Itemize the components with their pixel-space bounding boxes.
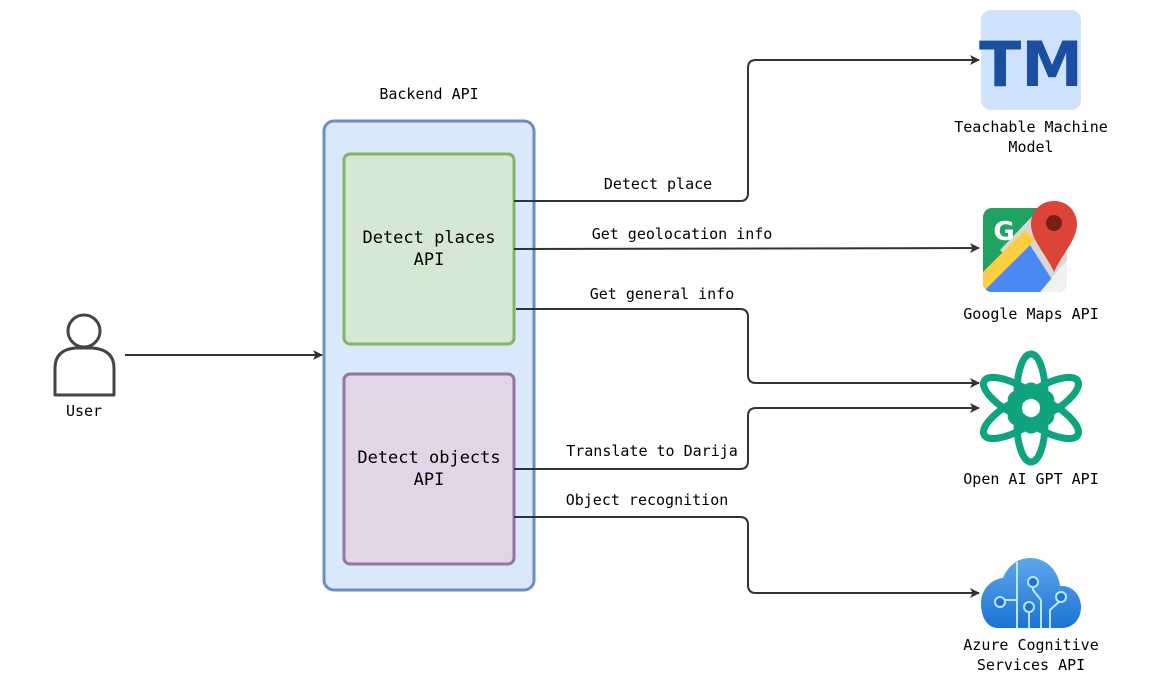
detect-objects-label-line1: Detect objects [357, 448, 500, 468]
map-pin-icon [1031, 201, 1077, 272]
edge-geolocation[interactable] [513, 243, 980, 254]
detect-objects-box-shape [342, 372, 516, 566]
detect-objects-label-line2: API [414, 470, 445, 490]
teachable-label-line1: Teachable Machine [954, 118, 1108, 136]
google-maps-label: Google Maps API [963, 305, 1098, 323]
detect-objects-api-box[interactable]: Detect objects API [342, 372, 516, 566]
edge-label-translate: Translate to Darija [566, 442, 738, 460]
edge-object-recognition[interactable] [514, 516, 980, 598]
openai-service[interactable]: Open AI GPT API [963, 350, 1099, 488]
teachable-label-line2: Model [1008, 138, 1053, 156]
detect-places-label-line1: Detect places [362, 228, 495, 248]
user-actor[interactable]: User [53, 313, 116, 420]
teachable-machine-logo-letters: TM [979, 28, 1083, 101]
user-label: User [66, 402, 102, 420]
openai-logo-icon [979, 350, 1083, 466]
edge-label-object-recognition: Object recognition [566, 491, 729, 509]
teachable-machine-service[interactable]: TM Teachable Machine Model [954, 10, 1108, 156]
google-maps-logo-letter: G [993, 217, 1014, 247]
edge-label-detect-place: Detect place [604, 175, 712, 193]
azure-cloud-icon [981, 558, 1081, 628]
detect-places-box-shape [342, 152, 516, 346]
edge-label-geolocation: Get geolocation info [592, 225, 773, 243]
detect-places-label-line2: API [414, 250, 445, 270]
google-maps-icon: G [983, 201, 1077, 292]
edge-detect-place[interactable] [514, 55, 980, 202]
azure-label-line2: Services API [977, 656, 1085, 674]
teachable-machine-logo: TM [979, 10, 1083, 110]
backend-title: Backend API [379, 85, 478, 103]
openai-label: Open AI GPT API [963, 470, 1098, 488]
edge-translate[interactable] [514, 403, 980, 470]
azure-cognitive-service[interactable]: Azure Cognitive Services API [963, 558, 1099, 674]
edge-general-info[interactable] [516, 308, 980, 388]
azure-label-line1: Azure Cognitive [963, 636, 1098, 654]
detect-places-api-box[interactable]: Detect places API [342, 152, 516, 346]
edge-label-general-info: Get general info [590, 285, 735, 303]
google-maps-service[interactable]: G Google Maps API [963, 201, 1099, 323]
user-icon [53, 313, 116, 397]
